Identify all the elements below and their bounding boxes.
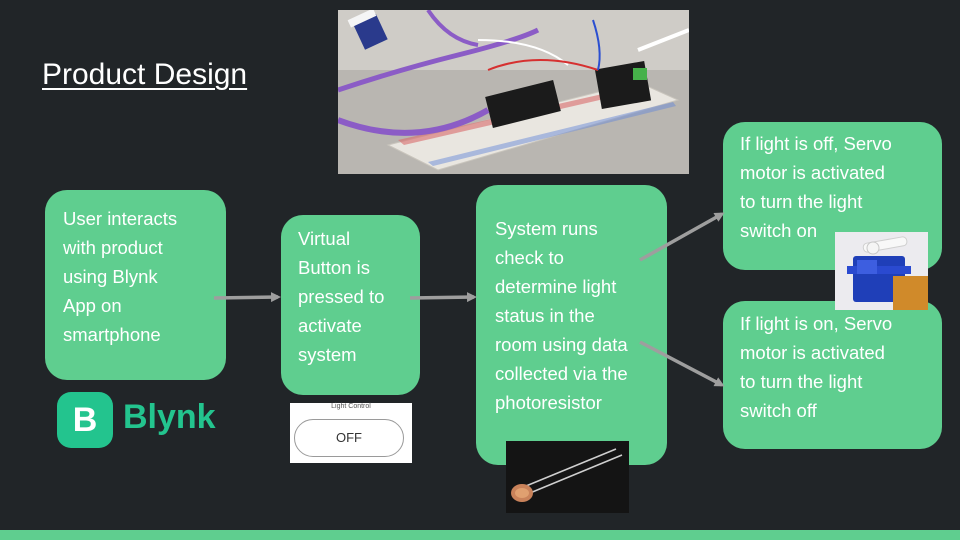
step-system-check: System runs check to determine light sta… bbox=[476, 185, 667, 465]
bottom-accent-bar bbox=[0, 530, 960, 540]
blynk-logo: B Blynk bbox=[55, 390, 225, 450]
step-user-interacts-text: User interacts with product using Blynk … bbox=[63, 208, 178, 345]
light-control-label: Light Control bbox=[331, 403, 371, 410]
step-system-check-text: System runs check to determine light sta… bbox=[495, 218, 628, 413]
arrow-step3-to-light-on bbox=[639, 340, 725, 387]
step-virtual-button: Virtual Button is pressed to activate sy… bbox=[281, 215, 420, 395]
off-button[interactable]: OFF bbox=[294, 419, 404, 457]
servo-motor-photo bbox=[835, 232, 928, 310]
blynk-icon: B bbox=[57, 392, 113, 448]
light-control-widget: Light Control OFF bbox=[290, 403, 412, 463]
step-light-on: If light is on, Servo motor is activated… bbox=[723, 301, 942, 449]
arrow-step3-to-light-off bbox=[639, 212, 725, 262]
photoresistor-photo bbox=[506, 441, 629, 513]
step-light-off-text: If light is off, Servo motor is activate… bbox=[740, 133, 892, 241]
breadboard-circuit-photo bbox=[338, 10, 689, 174]
arrow-step1-to-step2 bbox=[213, 292, 281, 303]
blynk-wordmark: Blynk bbox=[123, 398, 216, 436]
step-user-interacts: User interacts with product using Blynk … bbox=[45, 190, 226, 380]
step-light-on-text: If light is on, Servo motor is activated… bbox=[740, 313, 893, 421]
step-virtual-button-text: Virtual Button is pressed to activate sy… bbox=[298, 228, 385, 365]
arrow-step2-to-step3 bbox=[409, 292, 477, 303]
slide-title: Product Design bbox=[42, 58, 248, 91]
